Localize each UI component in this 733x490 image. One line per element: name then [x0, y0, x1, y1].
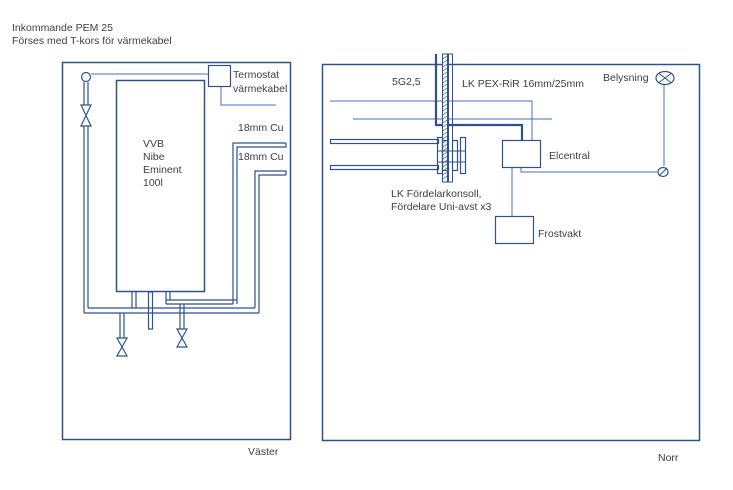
hatch-line	[442, 171, 448, 176]
hatch-line	[442, 55, 448, 60]
thermostat-wire	[220, 87, 276, 106]
hatch-line	[442, 175, 448, 180]
lighting-label: Belysning	[603, 72, 649, 84]
west-room-outline	[61, 61, 292, 441]
hatch-line	[442, 87, 448, 92]
hatch-line	[442, 163, 448, 168]
hatch-line	[442, 59, 448, 64]
valve-icon	[80, 104, 92, 127]
hatch-line	[442, 115, 448, 120]
hatch-line	[442, 119, 448, 124]
elcentral-box	[501, 139, 542, 169]
hatch-line	[442, 151, 448, 156]
pex-label: LK PEX-RiR 16mm/25mm	[462, 78, 584, 90]
pex-pipe-outer	[448, 53, 453, 183]
incoming-pipe-circle	[80, 71, 92, 83]
heater-drain	[147, 291, 154, 330]
hatch-line	[442, 99, 448, 104]
hatch-line	[442, 111, 448, 116]
pipe-label-2: 18mm Cu	[238, 151, 284, 163]
manifold-label-1: LK Fördelarkonsoll,	[391, 188, 482, 200]
thin-line-upper	[330, 100, 533, 140]
hatch-line	[442, 79, 448, 84]
pipe-right-inner-b	[236, 143, 287, 304]
hatch-line	[442, 63, 448, 68]
pex-hatch	[442, 55, 448, 180]
hatch-line	[442, 143, 448, 148]
hatch-line	[442, 123, 448, 128]
water-heater-label-1: VVB	[143, 138, 165, 150]
frostvakt-box	[494, 215, 535, 245]
manifold-label-2: Fördelare Uni-avst x3	[391, 201, 492, 213]
hatch-line	[442, 103, 448, 108]
water-heater-box	[115, 79, 206, 293]
manifold-pipe-upper	[329, 138, 440, 145]
switch-icon	[657, 166, 669, 178]
north-room-outline	[321, 63, 701, 442]
hatch-line	[442, 127, 448, 132]
pipe-right-outer-b	[254, 170, 287, 308]
hatch-line	[442, 71, 448, 76]
hatch-line	[442, 155, 448, 160]
hatch-line	[442, 67, 448, 72]
manifold-bracket-2	[441, 139, 449, 172]
thermostat-box	[207, 64, 232, 88]
hatch-line	[442, 95, 448, 100]
hatch-line	[442, 107, 448, 112]
water-heater-label-4: 100l	[143, 177, 163, 189]
pipe-label-1: 18mm Cu	[238, 122, 284, 134]
hatch-line	[442, 131, 448, 136]
water-heater-label-2: Nibe	[143, 151, 165, 163]
elcentral-label: Elcentral	[549, 150, 590, 162]
water-heater-label-3: Eminent	[143, 164, 182, 176]
hatch-line	[442, 135, 448, 140]
hatch-line	[442, 83, 448, 88]
pipe-right-inner-a	[232, 142, 286, 304]
cable-5g25	[434, 54, 524, 140]
light-fixture-icon	[655, 70, 675, 86]
thermostat-label-2: värmekabel	[233, 83, 288, 95]
hatch-line	[442, 91, 448, 96]
room-label-west: Väster	[248, 446, 279, 458]
thermostat-label-1: Termostat	[233, 69, 280, 81]
manifold-pipe-lower	[329, 164, 440, 171]
hatch-line	[442, 75, 448, 80]
pipe-right-outer-a	[258, 174, 286, 313]
manifold-bracket-3	[451, 139, 459, 172]
header-line-1: Inkommande PEM 25	[12, 22, 113, 34]
valve-icon	[175, 328, 189, 348]
manifold-bracket-4	[459, 136, 467, 175]
header-line-2: Förses med T-kors för värmekabel	[12, 35, 172, 47]
frostvakt-label: Frostvakt	[538, 228, 582, 240]
pex-pipe	[442, 53, 448, 183]
cable-label: 5G2,5	[392, 76, 421, 88]
wire-elcentral-switch	[520, 168, 657, 173]
room-label-north: Norr	[658, 452, 679, 464]
valve-icon	[115, 337, 129, 357]
